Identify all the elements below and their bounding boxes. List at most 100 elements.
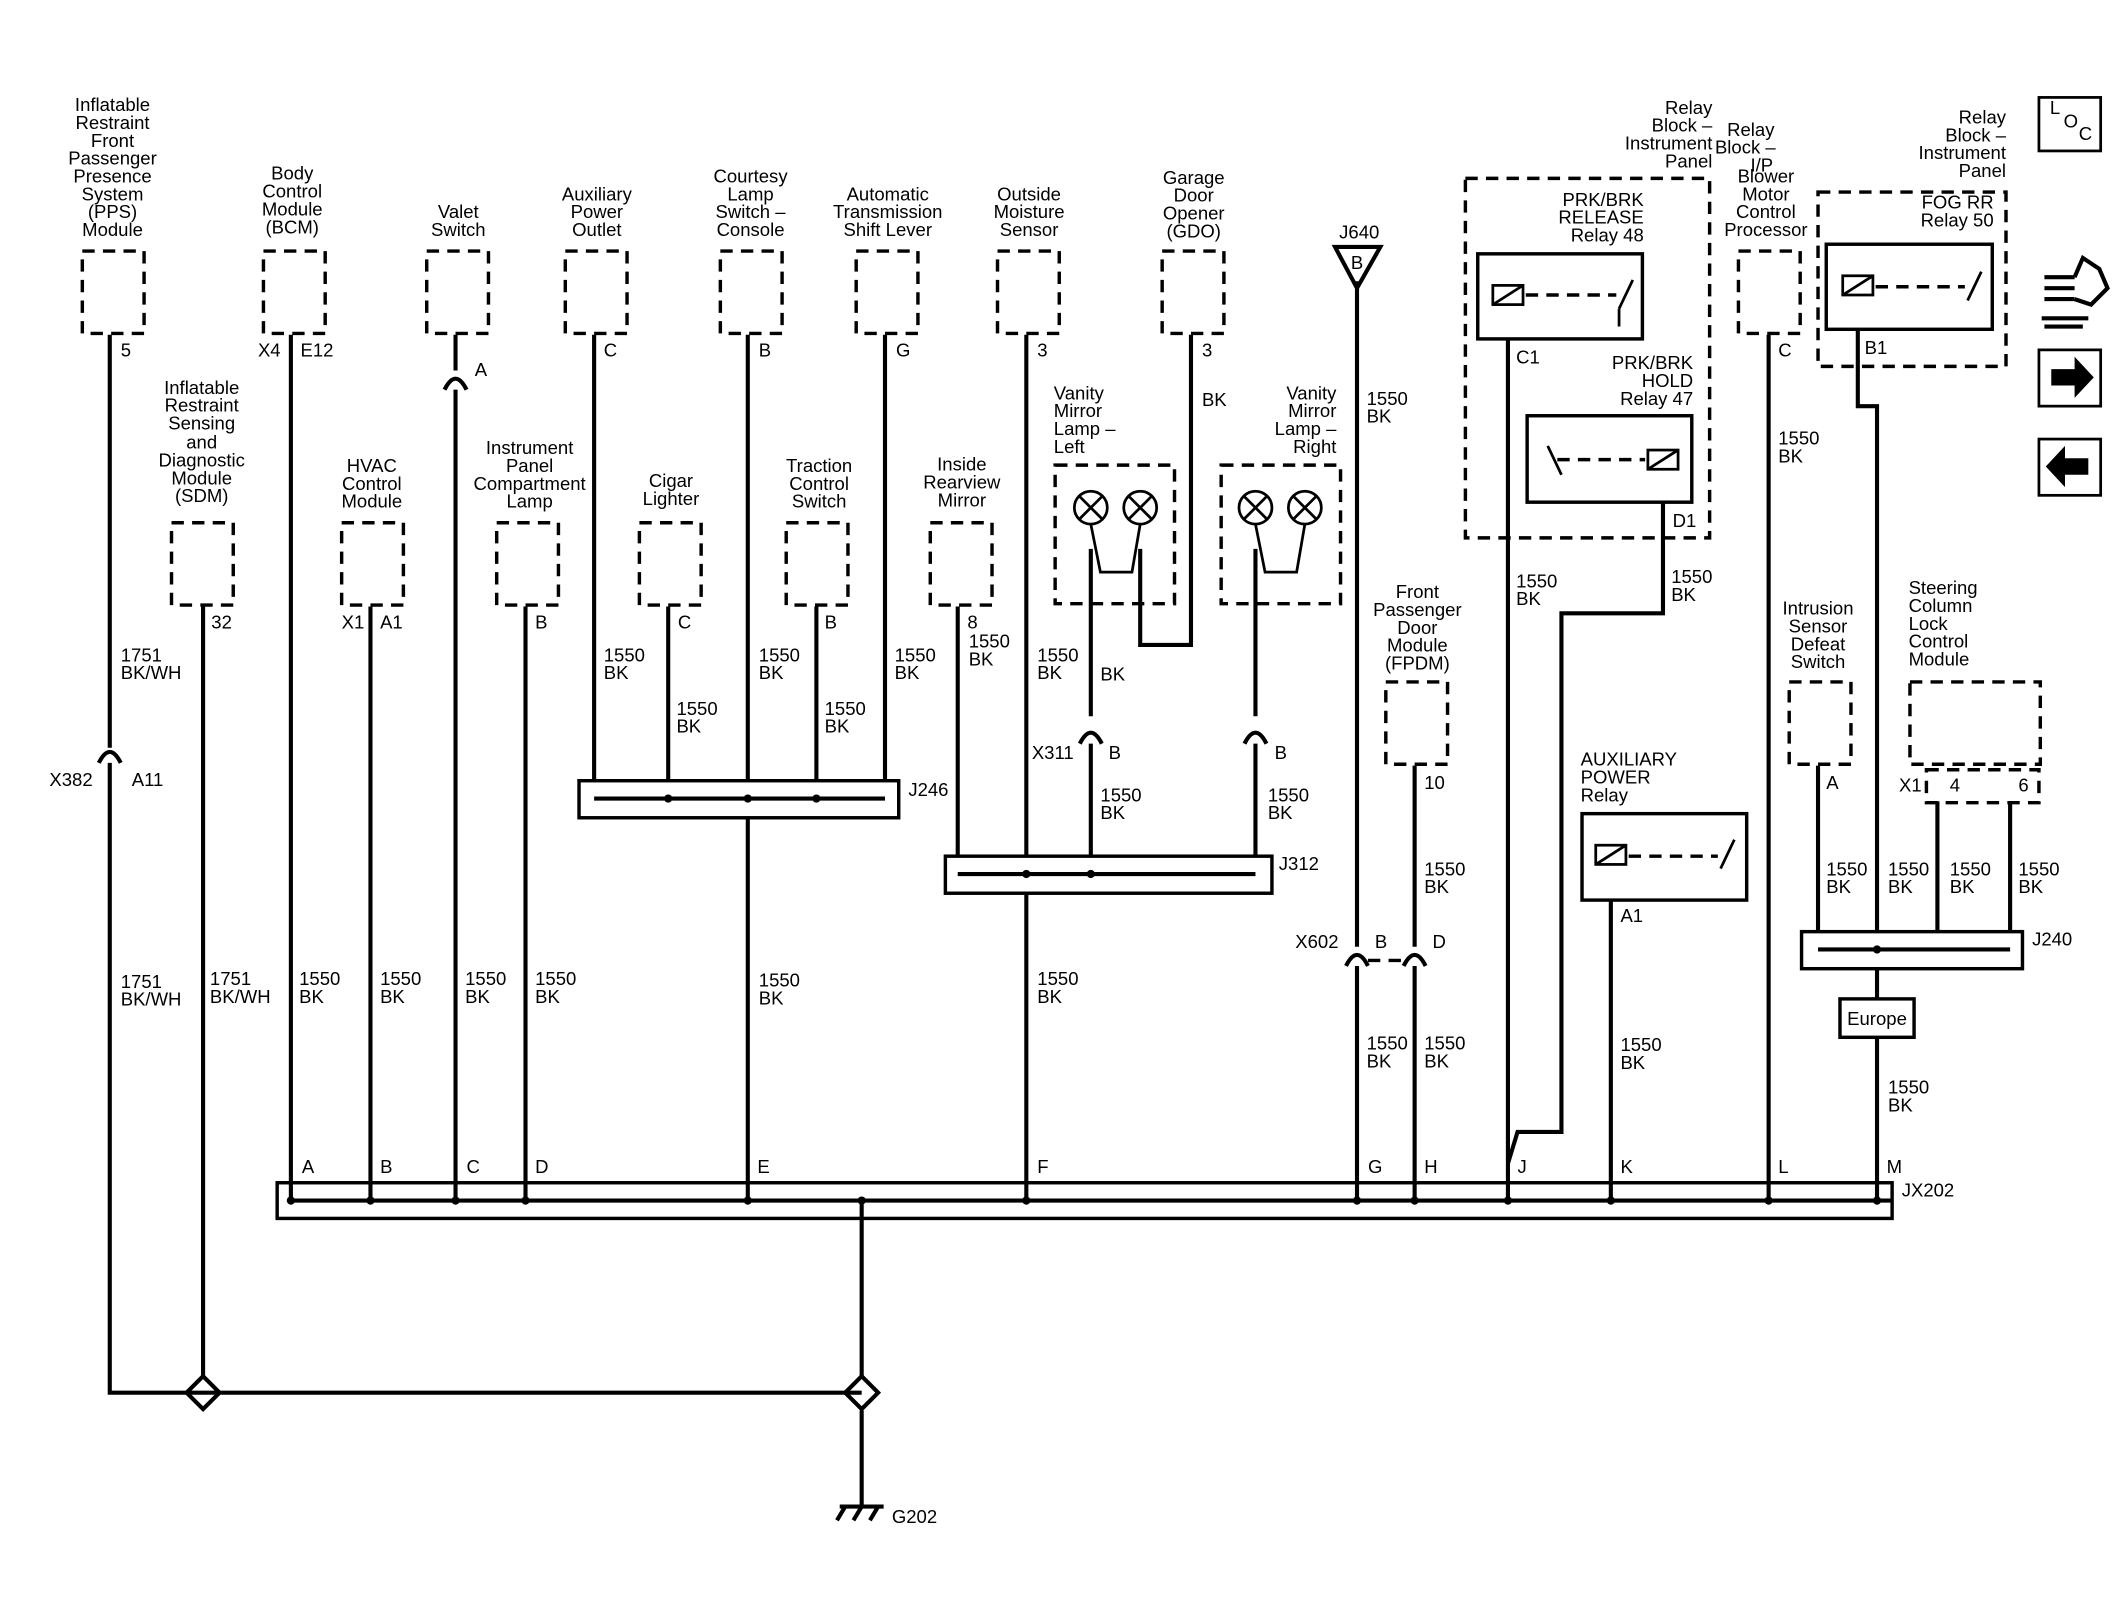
wire-label-9-color: BK xyxy=(604,662,629,683)
svg-text:Sensing: Sensing xyxy=(168,412,235,433)
wire-label-5-color: BK xyxy=(465,986,490,1007)
svg-text:Lock: Lock xyxy=(1909,613,1949,634)
svg-text:Sensor: Sensor xyxy=(1000,219,1059,240)
svg-text:Front: Front xyxy=(91,130,135,151)
svg-text:Auxiliary: Auxiliary xyxy=(562,183,633,204)
pin-valet-inline-a: A xyxy=(475,359,488,380)
wire-label-2-circuit: 1751 xyxy=(210,968,251,989)
wire-labels: 1751BK/WH1751BK/WH1751BK/WH1550BK1550BK1… xyxy=(121,388,2060,1116)
component-label-shift-lever: Automatic Transmission Shift Lever xyxy=(833,183,942,240)
wire-label-21-color: BK xyxy=(1424,876,1449,897)
pin-x311-b2: B xyxy=(1275,742,1287,763)
ground-g202: G202 xyxy=(183,1373,937,1527)
pin-j640-b: B xyxy=(1351,252,1363,273)
svg-text:Body: Body xyxy=(271,163,314,184)
bus-pin-d: D xyxy=(535,1156,548,1177)
connector-label-x602: X602 xyxy=(1295,931,1338,952)
svg-text:Steering: Steering xyxy=(1909,577,1978,598)
component-label-ip-lamp: Instrument Panel Compartment Lamp xyxy=(474,437,587,512)
svg-text:Restraint: Restraint xyxy=(165,395,240,416)
wire-label-8-circuit: 1550 xyxy=(1037,968,1078,989)
wire-label-23-circuit: 1550 xyxy=(1671,566,1712,587)
wire-label-29-circuit: 1550 xyxy=(2018,858,2059,879)
svg-text:Block –: Block – xyxy=(1945,124,2006,145)
wire-label-30-circuit: 1550 xyxy=(1888,1077,1929,1098)
svg-text:Switch: Switch xyxy=(431,219,486,240)
svg-text:Passenger: Passenger xyxy=(1373,599,1462,620)
back-arrow-button[interactable] xyxy=(2037,437,2103,497)
svg-text:and: and xyxy=(186,432,217,453)
pin-steering-x1: X1 xyxy=(1899,775,1922,796)
loc-letter-l: L xyxy=(2050,97,2060,118)
bus-pin-c: C xyxy=(467,1156,480,1177)
location-button[interactable]: L O C xyxy=(2037,96,2103,153)
pin-hvac-a1: A1 xyxy=(380,611,403,632)
bus-pin-h: H xyxy=(1424,1156,1437,1177)
svg-text:(BCM): (BCM) xyxy=(266,216,319,237)
svg-text:Switch: Switch xyxy=(1791,651,1846,672)
component-label-blower: Blower Motor Control Processor xyxy=(1724,165,1807,240)
svg-text:Mirror: Mirror xyxy=(1054,400,1102,421)
pin-bcm-e12: E12 xyxy=(300,340,333,361)
pin-x602-d: D xyxy=(1432,931,1445,952)
bus-pin-a: A xyxy=(302,1156,315,1177)
svg-text:AUXILIARY: AUXILIARY xyxy=(1581,749,1677,770)
svg-text:(FPDM): (FPDM) xyxy=(1385,653,1450,674)
component-label-traction-switch: Traction Control Switch xyxy=(786,455,852,512)
wire-label-21-circuit: 1550 xyxy=(1424,858,1465,879)
svg-text:Lighter: Lighter xyxy=(643,488,700,509)
bus-pin-g: G xyxy=(1368,1156,1382,1177)
svg-text:Control: Control xyxy=(1909,631,1969,652)
svg-text:Block –: Block – xyxy=(1715,137,1776,158)
wire-label-26-color: BK xyxy=(1826,876,1851,897)
svg-text:Shift Lever: Shift Lever xyxy=(843,219,932,240)
connector-j640: J640 B xyxy=(1331,222,1384,293)
wire-label-12-color: BK xyxy=(825,716,850,737)
pin-ip-lamp-b: B xyxy=(535,611,547,632)
component-label-pps: Inflatable Restraint Front Passenger Pre… xyxy=(68,94,157,240)
pin-courtesy-b: B xyxy=(759,340,771,361)
harness-tools-icon[interactable] xyxy=(2041,254,2110,329)
svg-text:Intrusion: Intrusion xyxy=(1783,598,1854,619)
splice-bus-jx202: JX202 xyxy=(275,1179,1954,1221)
svg-text:Inflatable: Inflatable xyxy=(164,377,239,398)
svg-text:Module: Module xyxy=(341,491,402,512)
svg-text:FOG RR: FOG RR xyxy=(1922,192,1994,213)
pin-intrusion-a: A xyxy=(1826,772,1839,793)
svg-text:Right: Right xyxy=(1293,436,1337,457)
svg-text:Block –: Block – xyxy=(1652,115,1713,136)
wire-label-0-color: BK/WH xyxy=(121,662,182,683)
wire-label-20-color: BK xyxy=(1424,1050,1449,1071)
svg-text:Left: Left xyxy=(1054,436,1086,457)
wire-label-22-circuit: 1550 xyxy=(1516,570,1557,591)
bus-pin-b: B xyxy=(380,1156,392,1177)
wire-label-8-color: BK xyxy=(1037,986,1062,1007)
splice-pack-j240: J240 xyxy=(1799,928,2072,971)
svg-text:Control: Control xyxy=(342,473,402,494)
svg-text:RELEASE: RELEASE xyxy=(1558,207,1643,228)
connector-label-x382: X382 xyxy=(49,769,92,790)
svg-text:Opener: Opener xyxy=(1163,203,1225,224)
svg-text:Panel: Panel xyxy=(1665,150,1712,171)
arrow-left-icon xyxy=(2045,445,2089,488)
svg-text:Panel: Panel xyxy=(506,455,553,476)
wire-label-16-color: BK xyxy=(1100,802,1125,823)
wire-label-1-circuit: 1751 xyxy=(121,971,162,992)
pin-shift-lever-g: G xyxy=(896,340,910,361)
svg-text:Relay 48: Relay 48 xyxy=(1571,224,1644,245)
svg-text:Module: Module xyxy=(82,219,143,240)
svg-text:POWER: POWER xyxy=(1581,766,1651,787)
bus-pin-m: M xyxy=(1887,1156,1902,1177)
splice-pack-j246: J246 xyxy=(577,779,948,820)
pin-sdm-32: 32 xyxy=(211,611,232,632)
wire-label-7-circuit: 1550 xyxy=(759,970,800,991)
svg-text:Lamp –: Lamp – xyxy=(1054,418,1116,439)
svg-text:Passenger: Passenger xyxy=(68,148,157,169)
wire-label-4-color: BK xyxy=(380,986,405,1007)
pin-relay50-b1: B1 xyxy=(1865,337,1888,358)
wire-label-20-circuit: 1550 xyxy=(1424,1033,1465,1054)
forward-arrow-button[interactable] xyxy=(2037,348,2103,408)
wire-label-24-circuit: 1550 xyxy=(1620,1034,1661,1055)
component-boxes xyxy=(80,176,2043,805)
svg-text:Traction: Traction xyxy=(786,455,852,476)
